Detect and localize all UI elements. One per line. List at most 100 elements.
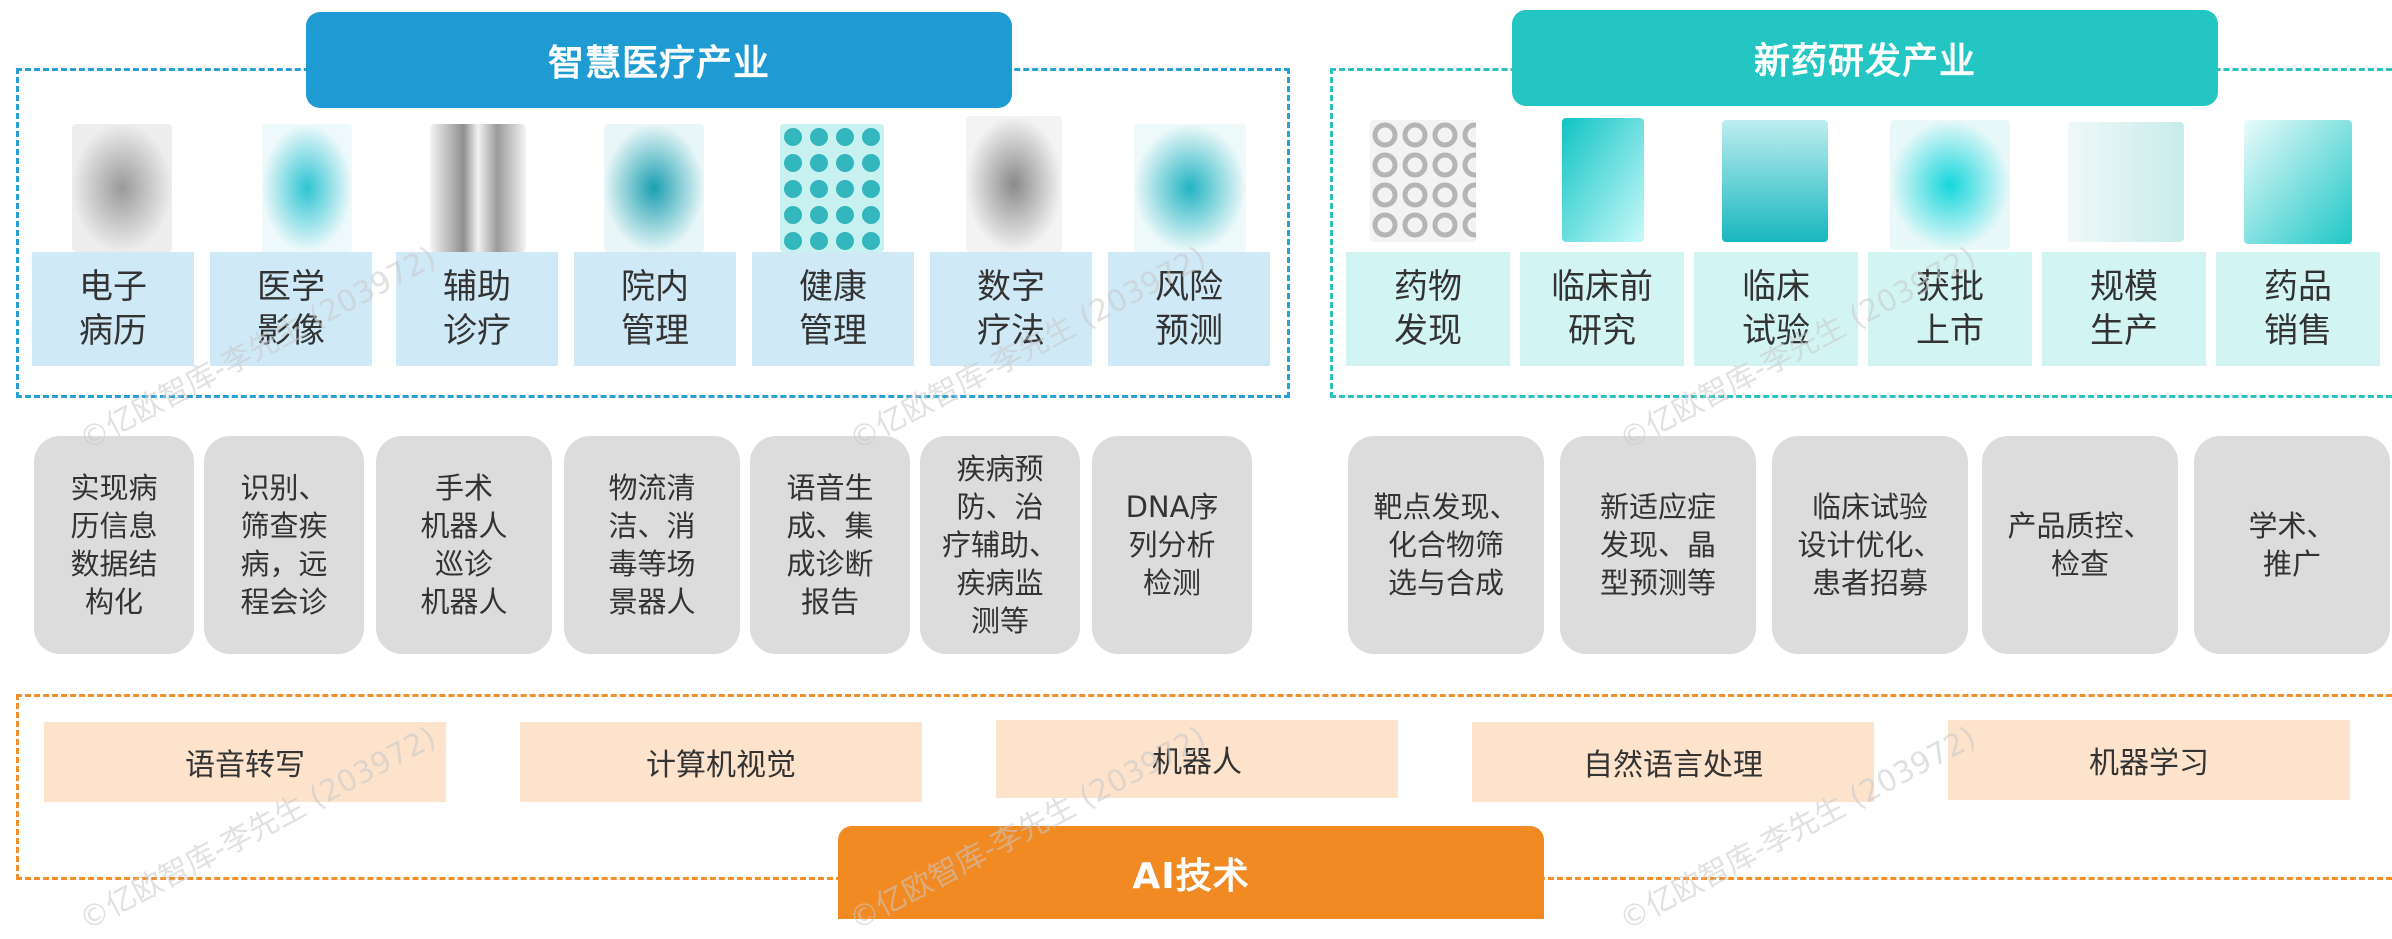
tile-hospital-management: 院内 管理 (574, 252, 736, 366)
card-line: 发现、晶 (1599, 528, 1716, 562)
card-target-discovery: 靶点发现、 化合物筛 选与合成 (1348, 436, 1544, 654)
drug-sales-image (2244, 120, 2352, 244)
tile-line: 辅助 (443, 267, 511, 307)
card-surgical-robots: 手术 机器人 巡诊 机器人 (376, 436, 552, 654)
tile-health-management: 健康 管理 (752, 252, 914, 366)
card-disease-prevention: 疾病预 防、治 疗辅助、 疾病监 测等 (920, 436, 1080, 654)
drug-discovery-image (1370, 120, 1476, 242)
tile-line: 生产 (2090, 311, 2158, 351)
tile-line: 临床前 (1551, 267, 1653, 307)
card-trial-design: 临床试验 设计优化、 患者招募 (1772, 436, 1968, 654)
tile-line: 规模 (2090, 267, 2158, 307)
card-line: 疗辅助、 (941, 528, 1058, 562)
card-line: 报告 (800, 585, 859, 619)
tile-line: 健康 (799, 267, 867, 307)
card-line: 患者招募 (1811, 566, 1928, 600)
card-line: 构化 (84, 585, 143, 619)
card-line: 历信息 (70, 509, 158, 543)
medical-imaging-image (262, 124, 352, 252)
card-line: 物流清 (608, 471, 696, 505)
tile-line: 数字 (977, 267, 1045, 307)
tech-machine-learning: 机器学习 (1948, 720, 2350, 800)
approval-launch-image (1890, 120, 2010, 250)
card-line: 测等 (970, 604, 1029, 638)
card-dna-analysis: DNA序 列分析 检测 (1092, 436, 1252, 654)
clinical-trial-image (1722, 120, 1828, 242)
tile-drug-sales: 药品 销售 (2216, 252, 2380, 366)
card-line: 产品质控、 (2007, 509, 2153, 543)
card-line: 数据结 (70, 547, 158, 581)
card-line: 程会诊 (240, 585, 328, 619)
ai-tech-title: AI技术 (838, 826, 1544, 919)
tile-line: 预测 (1155, 311, 1223, 351)
card-ehr-structuring: 实现病 历信息 数据结 构化 (34, 436, 194, 654)
tile-line: 风险 (1155, 267, 1223, 307)
tile-line: 影像 (257, 311, 325, 351)
card-line: 毒等场 (608, 547, 696, 581)
card-academic-promotion: 学术、 推广 (2194, 436, 2390, 654)
tech-computer-vision: 计算机视觉 (520, 722, 922, 802)
card-line: 化合物筛 (1387, 528, 1504, 562)
card-line: 巡诊 (434, 547, 493, 581)
tile-line: 获批 (1916, 267, 1984, 307)
drug-rd-title: 新药研发产业 (1512, 10, 2218, 106)
card-line: 疾病预 (956, 452, 1044, 486)
card-line: 语音生 (786, 471, 874, 505)
card-line: 列分析 (1128, 528, 1216, 562)
tile-medical-imaging: 医学 影像 (210, 252, 372, 366)
card-line: 手术 (434, 471, 493, 505)
tile-assisted-diagnosis: 辅助 诊疗 (396, 252, 558, 366)
tile-mass-production: 规模 生产 (2042, 252, 2206, 366)
tile-drug-discovery: 药物 发现 (1346, 252, 1510, 366)
tile-line: 院内 (621, 267, 689, 307)
card-line: 推广 (2262, 547, 2321, 581)
hospital-management-image (604, 124, 704, 252)
card-line: 防、治 (956, 490, 1044, 524)
tile-line: 试验 (1742, 311, 1810, 351)
tile-line: 电子 (79, 267, 147, 307)
tile-line: 发现 (1394, 311, 1462, 351)
card-line: 靶点发现、 (1373, 490, 1519, 524)
tile-line: 疗法 (977, 311, 1045, 351)
tile-preclinical-research: 临床前 研究 (1520, 252, 1684, 366)
health-management-image (780, 124, 884, 252)
card-line: DNA序 (1125, 490, 1219, 524)
tile-line: 病历 (79, 311, 147, 351)
ehr-image (72, 124, 172, 252)
card-line: 成诊断 (786, 547, 874, 581)
card-quality-control: 产品质控、 检查 (1982, 436, 2178, 654)
card-line: 实现病 (70, 471, 158, 505)
card-line: 成、集 (786, 509, 874, 543)
tech-robotics: 机器人 (996, 720, 1398, 798)
tile-line: 上市 (1916, 311, 1984, 351)
tech-speech-transcription: 语音转写 (44, 722, 446, 802)
smart-healthcare-title: 智慧医疗产业 (306, 12, 1012, 108)
card-logistics-robots: 物流清 洁、消 毒等场 景器人 (564, 436, 740, 654)
card-line: 机器人 (420, 509, 508, 543)
digital-therapy-image (966, 116, 1062, 252)
card-line: 筛查疾 (240, 509, 328, 543)
card-line: 设计优化、 (1797, 528, 1943, 562)
tile-line: 药物 (1394, 267, 1462, 307)
tile-line: 管理 (799, 311, 867, 351)
card-line: 选与合成 (1387, 566, 1504, 600)
tile-ehr: 电子 病历 (32, 252, 194, 366)
risk-prediction-image (1134, 124, 1246, 252)
tile-line: 药品 (2264, 267, 2332, 307)
mass-production-image (2068, 122, 2184, 242)
card-line: 识别、 (240, 471, 328, 505)
card-new-indications: 新适应症 发现、晶 型预测等 (1560, 436, 1756, 654)
card-speech-reports: 语音生 成、集 成诊断 报告 (750, 436, 910, 654)
preclinical-research-image (1562, 118, 1644, 242)
tile-digital-therapy: 数字 疗法 (930, 252, 1092, 366)
tech-nlp: 自然语言处理 (1472, 722, 1874, 802)
assisted-diagnosis-image (430, 124, 526, 252)
card-line: 检测 (1142, 566, 1201, 600)
tile-line: 临床 (1742, 267, 1810, 307)
tile-approval-launch: 获批 上市 (1868, 252, 2032, 366)
tile-clinical-trial: 临床 试验 (1694, 252, 1858, 366)
card-line: 病，远 (240, 547, 328, 581)
card-screening-telemedicine: 识别、 筛查疾 病，远 程会诊 (204, 436, 364, 654)
card-line: 临床试验 (1811, 490, 1928, 524)
card-line: 机器人 (420, 585, 508, 619)
